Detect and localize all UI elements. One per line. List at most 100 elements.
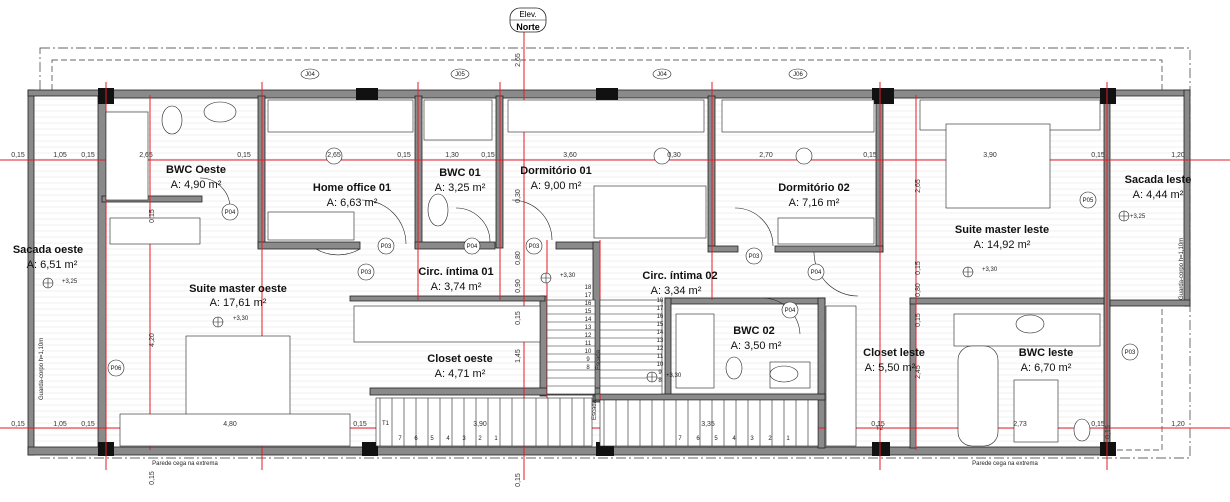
window-tags: J04 J05 J04 J06 [300, 68, 808, 80]
dimension-label: 0,30 [515, 189, 522, 203]
dimension-label: 1,05 [53, 421, 67, 428]
door-tags: P04 P03 P04 P03 P03 P03 P04 P04 P05 P03 … [107, 191, 1139, 377]
svg-text:+3,30: +3,30 [233, 316, 249, 322]
stair-number: 2 [768, 436, 772, 442]
room-area: A: 4,71 m² [435, 368, 486, 380]
stair-number: 13 [585, 325, 592, 331]
room-area: A: 4,44 m² [1133, 189, 1184, 201]
room-name: Dormitório 02 [778, 182, 850, 194]
stair-number: 9 [586, 357, 590, 363]
room-name: Suite master oeste [189, 283, 287, 295]
stair-number: 15 [657, 322, 664, 328]
stair-numbers: 1817161514131211109818171615141312111098… [398, 285, 790, 442]
stair-number: 7 [678, 436, 682, 442]
stair-number: 14 [585, 317, 592, 323]
room-area: A: 4,90 m² [171, 179, 222, 191]
level-marker: +3,30 [962, 266, 998, 278]
svg-text:+3,30: +3,30 [982, 267, 998, 273]
stair-label: Escada [592, 399, 598, 420]
svg-text:P06: P06 [111, 366, 122, 372]
dimension-label: 0,15 [1105, 425, 1112, 439]
svg-text:J05: J05 [455, 72, 465, 78]
door-tag: P06 [107, 359, 125, 377]
dimension-label: 0,15 [871, 421, 885, 428]
level-marker: +3,30 [540, 272, 576, 284]
room-name: Suite master leste [955, 224, 1049, 236]
room-area: A: 6,63 m² [327, 197, 378, 209]
north-marker: Elev. Norte [509, 7, 547, 33]
dimension-label: 0,15 [1091, 421, 1105, 428]
dimension-label: 0,15 [1091, 152, 1105, 159]
room-area: A: 3,74 m² [431, 281, 482, 293]
stair-label: T2 [876, 426, 884, 432]
dimension-label: 0,15 [149, 471, 156, 485]
door-tag: P04 [807, 263, 825, 281]
room-area: A: 3,25 m² [435, 182, 486, 194]
door-tag: P03 [525, 237, 543, 255]
dimension-label: 2,65 [139, 152, 153, 159]
stair-number: 3 [750, 436, 754, 442]
dimension-label: 0,15 [353, 421, 367, 428]
dimension-label: 1,05 [53, 152, 67, 159]
room-name: Dormitório 01 [520, 165, 592, 177]
svg-text:J04: J04 [657, 72, 667, 78]
room-area: A: 17,61 m² [210, 297, 267, 309]
stair-number: 17 [657, 306, 664, 312]
dimension-label: 2,73 [1013, 421, 1027, 428]
room-name: BWC 02 [733, 325, 775, 337]
room-area: A: 3,34 m² [651, 285, 702, 297]
blind-wall-note-right: Parede cega na extrema [972, 461, 1038, 467]
blind-wall-note-left: Parede cega na extrema [152, 461, 218, 467]
north-label-top: Elev. [519, 10, 536, 19]
dimension-label: 1,20 [1171, 152, 1185, 159]
svg-text:+3,25: +3,25 [62, 279, 78, 285]
stair-number: 13 [657, 338, 664, 344]
room-name: Home office 01 [313, 182, 391, 194]
dimension-label: 4,80 [223, 421, 237, 428]
svg-text:+3,25: +3,25 [1130, 214, 1146, 220]
stair-number: 11 [585, 341, 592, 347]
svg-text:P03: P03 [381, 244, 392, 250]
dimension-label: 0,15 [11, 152, 25, 159]
stair-number: 1 [494, 436, 498, 442]
room-area: A: 3,50 m² [731, 340, 782, 352]
dimension-label: 0,80 [515, 251, 522, 265]
dimension-label: 2,65 [515, 53, 522, 67]
dimension-label: 1,20 [1171, 421, 1185, 428]
dimension-label: 0,15 [515, 473, 522, 487]
dimension-label: 3,90 [473, 421, 487, 428]
stair-number: 1 [786, 436, 790, 442]
stair-number: 17 [585, 293, 592, 299]
stair-number: 4 [446, 436, 450, 442]
level-marker: +3,25 [1118, 210, 1146, 222]
room-name: Closet leste [863, 347, 925, 359]
dimension-label: 3,35 [701, 421, 715, 428]
dimension-label: 0,15 [915, 313, 922, 327]
furniture [105, 99, 1101, 447]
level-marker: +3,30 [646, 371, 682, 383]
dimension-label: 0,15 [863, 152, 877, 159]
stair-label: Escada [596, 349, 602, 370]
dimension-label: 3,60 [563, 152, 577, 159]
dimension-label: 0,15 [149, 209, 156, 223]
svg-text:P04: P04 [785, 308, 796, 314]
svg-text:P04: P04 [467, 244, 478, 250]
door-tag: P04 [221, 203, 239, 221]
door-tag: P03 [1121, 343, 1139, 361]
dimension-label: 2,70 [759, 152, 773, 159]
notes: Parede cega na extrema Parede cega na ex… [39, 238, 1185, 467]
door-tag: P03 [357, 263, 375, 281]
window-tag: J04 [652, 68, 672, 80]
dimension-label: 2,45 [915, 365, 922, 379]
svg-text:P04: P04 [225, 210, 236, 216]
room-area: A: 6,70 m² [1021, 362, 1072, 374]
balcony-east-floor [1110, 95, 1188, 305]
room-name: Circ. íntima 01 [418, 266, 493, 278]
stair-number: 10 [657, 362, 664, 368]
door-tag: P03 [745, 247, 763, 265]
room-name: Sacada oeste [13, 244, 83, 256]
dimension-label: 4,20 [149, 333, 156, 347]
dimension-label: 0,15 [515, 311, 522, 325]
door-tag: P05 [1079, 191, 1097, 209]
window-tag: J04 [300, 68, 320, 80]
